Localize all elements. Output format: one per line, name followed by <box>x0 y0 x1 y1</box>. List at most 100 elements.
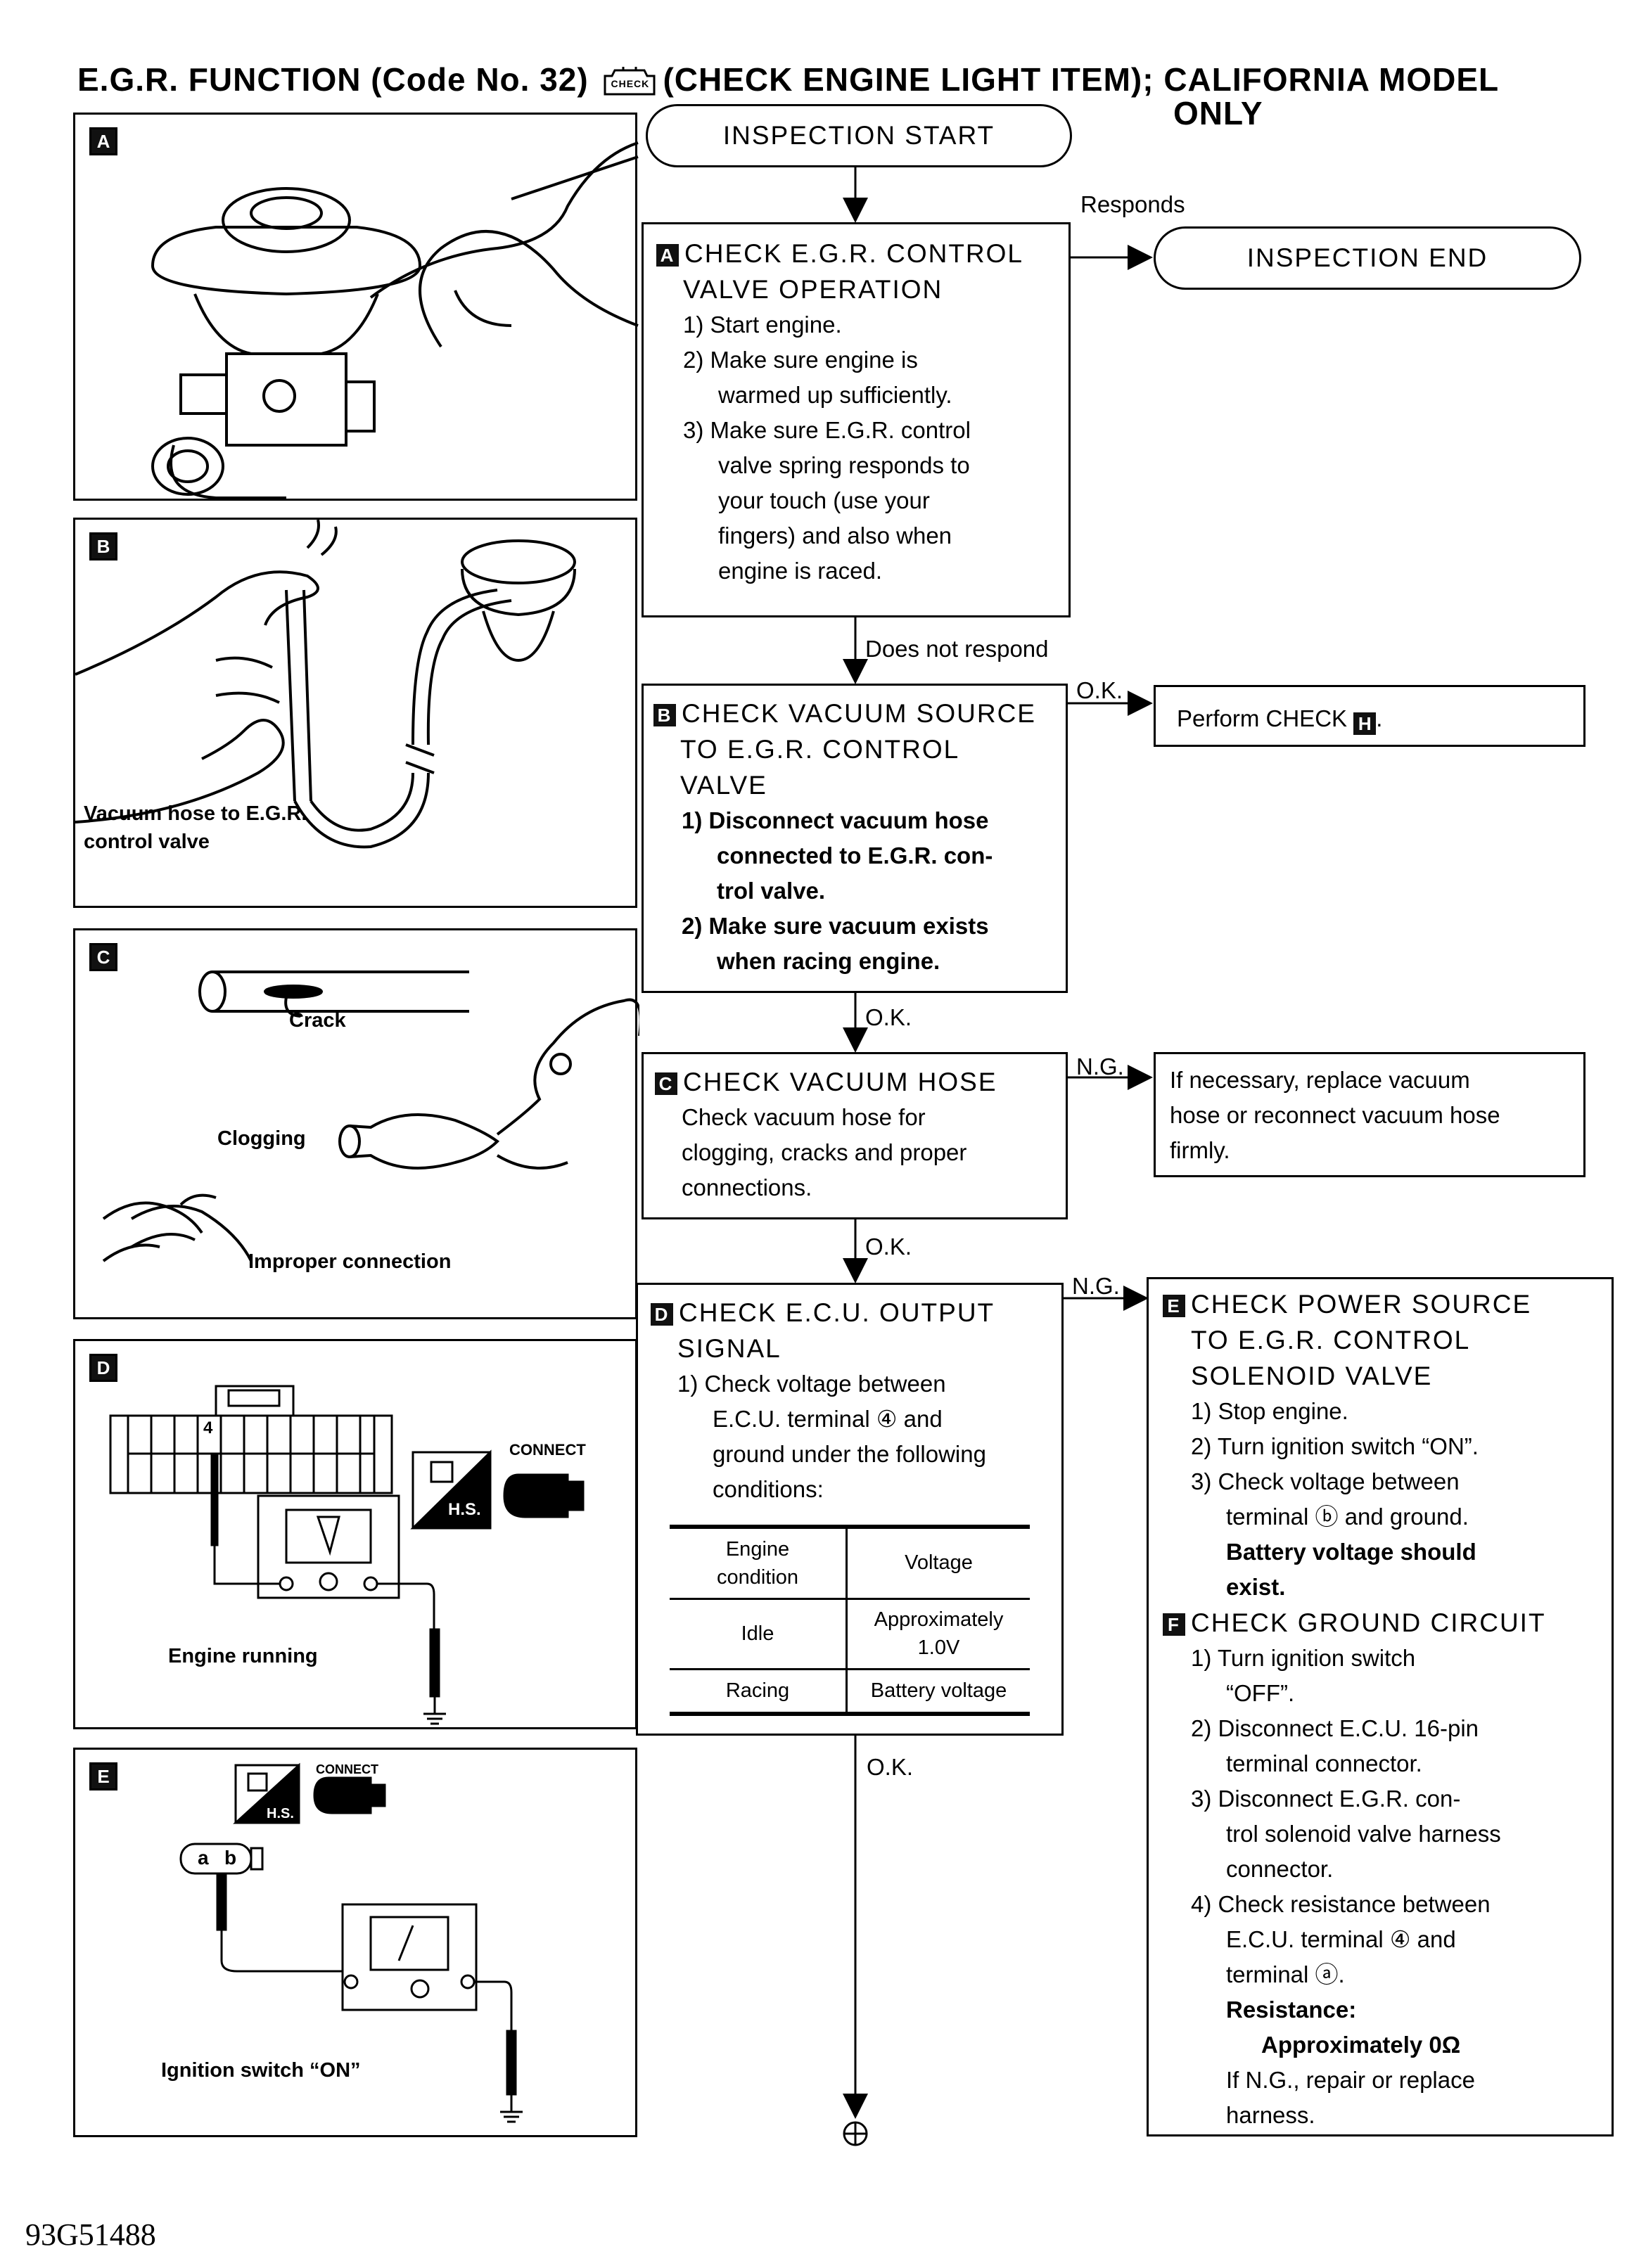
panel-e-caption: Ignition switch “ON” <box>161 2059 361 2082</box>
box-b-title2: TO E.G.R. CONTROL <box>680 735 960 764</box>
resistance-value: Approximately 0Ω <box>1261 2032 1461 2058</box>
vacuum-hose-illustration <box>75 520 576 849</box>
box-d-step-1: 1) Check voltage between <box>677 1371 946 1397</box>
box-f-step-4: 4) Check resistance between <box>1191 1891 1491 1917</box>
crack-label: Crack <box>289 1009 346 1032</box>
check-box-b: B CHECK VACUUM SOURCE TO E.G.R. CONTROL V… <box>642 684 1068 993</box>
panel-e: E a b H.S. CONNECT Ignition <box>73 1748 637 2137</box>
box-e-step-3: 3) Check voltage between <box>1191 1468 1460 1494</box>
box-f-tag: F <box>1163 1613 1185 1636</box>
table-cell-racing-voltage: Battery voltage <box>870 1679 1007 1702</box>
ok-label-2: O.K. <box>865 1004 912 1030</box>
perform-check-h-box: Perform CHECK H. <box>1154 685 1585 747</box>
box-f-step-2: 2) Disconnect E.C.U. 16-pin <box>1191 1715 1479 1741</box>
panel-c-tag: C <box>89 943 117 971</box>
box-e-title3: SOLENOID VALVE <box>1191 1362 1433 1390</box>
box-a-step-2b: warmed up sufficiently. <box>718 382 952 408</box>
box-a-step-3e: engine is raced. <box>718 558 882 584</box>
box-f-step-2b: terminal connector. <box>1226 1750 1422 1776</box>
box-b-step-1: 1) Disconnect vacuum hose <box>682 807 989 833</box>
box-a-title1: CHECK E.G.R. CONTROL <box>684 239 1023 268</box>
title-text-cont: (CHECK ENGINE LIGHT ITEM); CALIFORNIA MO… <box>663 61 1500 98</box>
box-e-bold-1: Battery voltage should <box>1226 1539 1476 1565</box>
box-e-title1: CHECK POWER SOURCE <box>1191 1290 1532 1319</box>
inspection-start: INSPECTION START <box>646 104 1072 167</box>
panel-d-tag: D <box>89 1354 117 1382</box>
box-c-line-3: connections. <box>682 1174 812 1200</box>
box-a-step-3: 3) Make sure E.G.R. control <box>683 417 971 443</box>
panel-d: D <box>73 1339 637 1729</box>
box-e-step-3b: terminal ⓑ and ground. <box>1226 1504 1469 1530</box>
hose-defects-illustration <box>102 970 639 1262</box>
replace-line-1: If necessary, replace vacuum <box>1170 1067 1470 1093</box>
ok-label-1: O.K. <box>1076 677 1123 703</box>
box-f-step-3b: trol solenoid valve harness <box>1226 1821 1501 1847</box>
panel-b: B Vacuum hose to E.G.R. control valve <box>73 518 637 908</box>
box-f-step-3: 3) Disconnect E.G.R. con- <box>1191 1786 1461 1812</box>
replace-hose-box: If necessary, replace vacuum hose or rec… <box>1154 1052 1585 1177</box>
panel-e-tag: E <box>89 1762 117 1790</box>
box-c-tag: C <box>655 1072 677 1096</box>
does-not-respond-label: Does not respond <box>865 636 1049 662</box>
ok-label-4: O.K. <box>867 1754 914 1780</box>
box-e-bold-2: exist. <box>1226 1574 1286 1600</box>
responds-label: Responds <box>1080 191 1185 217</box>
box-f-step-4c: terminal ⓐ. <box>1226 1961 1345 1987</box>
panel-a: A <box>73 113 639 501</box>
box-b-step-2: 2) Make sure vacuum exists <box>682 913 989 939</box>
box-d-title1: CHECK E.C.U. OUTPUT <box>679 1298 995 1327</box>
page-title: E.G.R. FUNCTION (Code No. 32) CHECK (CHE… <box>77 60 1499 98</box>
ng-label-1: N.G. <box>1076 1053 1124 1079</box>
terminal-b-label: b <box>224 1847 237 1869</box>
ok-label-3: O.K. <box>865 1234 912 1260</box>
box-a-title2: VALVE OPERATION <box>683 275 943 304</box>
box-b-tag: B <box>653 704 676 727</box>
box-b-step-2b: when racing engine. <box>717 948 940 974</box>
box-d-step-1d: conditions: <box>713 1476 824 1502</box>
panel-d-caption: Engine running <box>168 1645 318 1667</box>
terminal-a-label: a <box>198 1847 209 1869</box>
box-a-step-3c: your touch (use your <box>718 487 930 513</box>
panel-b-caption: Vacuum hose to E.G.R. control valve <box>84 802 307 853</box>
box-d-step-1b: E.C.U. terminal ④ and <box>713 1406 943 1432</box>
terminal-4-label: 4 <box>203 1418 213 1437</box>
replace-line-3: firmly. <box>1170 1137 1230 1163</box>
replace-line-2: hose or reconnect vacuum hose <box>1170 1102 1500 1128</box>
box-a-step-2: 2) Make sure engine is <box>683 347 918 373</box>
box-b-title3: VALVE <box>680 771 767 800</box>
box-e-step-2: 2) Turn ignition switch “ON”. <box>1191 1433 1479 1459</box>
solenoid-connector-diagram <box>179 1762 523 2123</box>
box-d-tag: D <box>651 1303 673 1326</box>
table-header-voltage: Voltage <box>905 1551 973 1575</box>
connect-label: CONNECT <box>509 1441 586 1459</box>
box-c-line-2: clogging, cracks and proper <box>682 1139 967 1165</box>
table-cell-idle-voltage: Approximately 1.0V <box>874 1608 1004 1659</box>
box-f-title: CHECK GROUND CIRCUIT <box>1191 1608 1546 1637</box>
box-f-step-4b: E.C.U. terminal ④ and <box>1226 1926 1456 1952</box>
title-text: E.G.R. FUNCTION (Code No. 32) <box>77 61 599 98</box>
panel-b-tag: B <box>89 532 117 560</box>
box-b-title1: CHECK VACUUM SOURCE <box>682 699 1036 728</box>
box-e-tag: E <box>1163 1295 1185 1318</box>
box-f-final-1: If N.G., repair or replace <box>1226 2067 1475 2093</box>
table-row-racing: Racing <box>670 1669 848 1714</box>
voltage-table: Engine condition Voltage Idle Approximat… <box>670 1525 1030 1716</box>
figure-id: 93G51488 <box>25 2217 156 2252</box>
box-e-step-1: 1) Stop engine. <box>1191 1398 1348 1424</box>
box-f-step-1: 1) Turn ignition switch <box>1191 1645 1416 1671</box>
check-engine-icon: CHECK <box>602 66 657 98</box>
clogging-label: Clogging <box>217 1127 306 1150</box>
inspection-end: INSPECTION END <box>1154 226 1581 290</box>
perform-check-h-tag: H <box>1353 712 1377 735</box>
box-f-final-2: harness. <box>1226 2102 1315 2128</box>
improper-connection-label: Improper connection <box>248 1250 452 1273</box>
panel-c: C Crack Clogging Improper connection <box>73 928 639 1319</box>
box-c-line-1: Check vacuum hose for <box>682 1104 926 1130</box>
box-a-step-3d: fingers) and also when <box>718 523 952 549</box>
box-a-step-1: 1) Start engine. <box>683 312 842 338</box>
box-d-step-1c: ground under the following <box>713 1441 986 1467</box>
